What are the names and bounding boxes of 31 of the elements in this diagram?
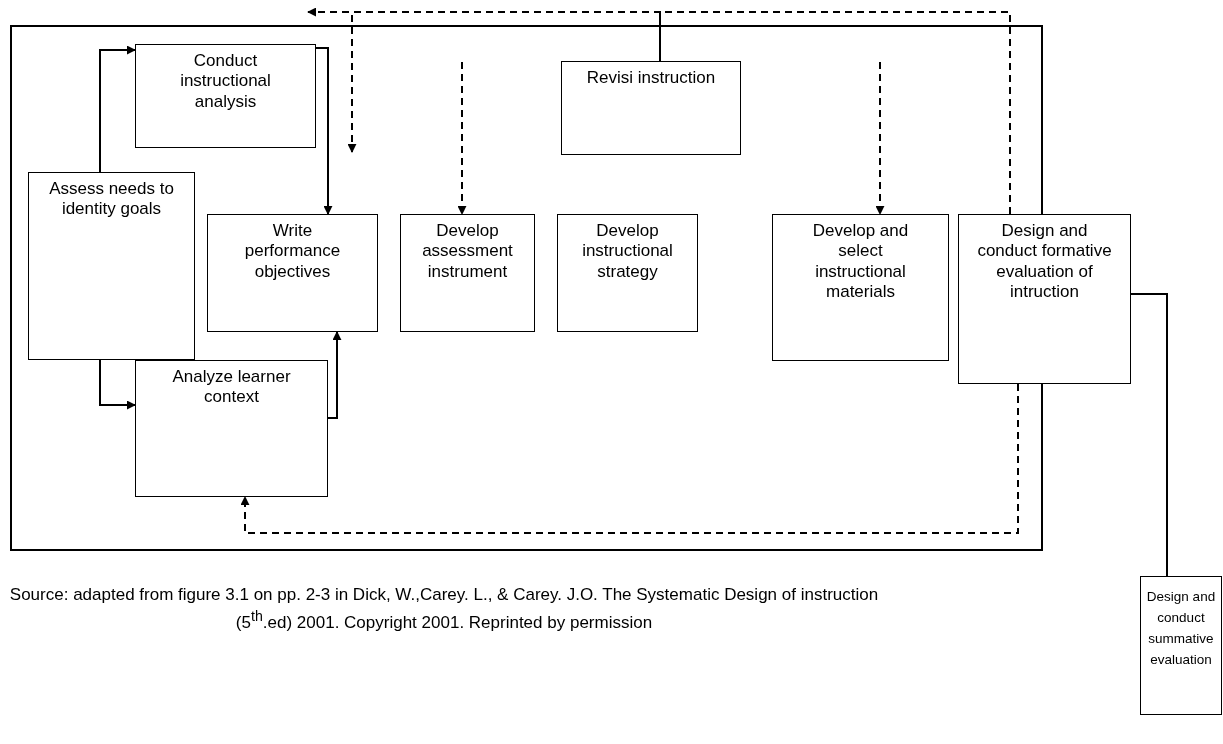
arrow [327, 331, 342, 419]
process-box [135, 44, 316, 148]
process-box [28, 172, 195, 360]
process-box [772, 214, 949, 361]
box-label: Write performance objectives [243, 221, 342, 283]
box-label: Develop and select instructional materials [811, 221, 910, 303]
connector-line [1130, 293, 1168, 577]
arrow [457, 61, 467, 215]
box-label: Conduct instructional analysis [179, 51, 272, 113]
process-box [561, 61, 741, 155]
process-box [207, 214, 378, 332]
caption: Source: adapted from figure 3.1 on pp. 2-3 in Dick, W.,Carey. L., & Carey. J.O. The Systematic Design of instruction (5$^{th}$.ed) 2001. Copyright 2001. Reprinted by permission [8, 584, 880, 634]
arrow [315, 47, 333, 215]
process-box [400, 214, 535, 332]
arrow [240, 383, 1019, 534]
box-label: Assess needs to identity goals [48, 179, 175, 220]
connector-line [659, 11, 1011, 215]
box-label: Develop assessment instrument [421, 221, 514, 283]
box-label: Design and conduct summative evaluation [1145, 588, 1217, 669]
arrow [99, 45, 136, 173]
arrow [875, 61, 885, 215]
box-label: Design and conduct formative evaluation of intruction [977, 221, 1112, 303]
process-box [958, 214, 1131, 384]
process-box [557, 214, 698, 332]
box-label: Analyze learner context [171, 367, 292, 408]
box-label: Develop instructional strategy [581, 221, 674, 283]
arrow [99, 359, 136, 410]
process-box [1140, 576, 1222, 715]
arrow [347, 11, 661, 153]
process-box [135, 360, 328, 497]
box-label: Revisi instruction [585, 68, 717, 89]
